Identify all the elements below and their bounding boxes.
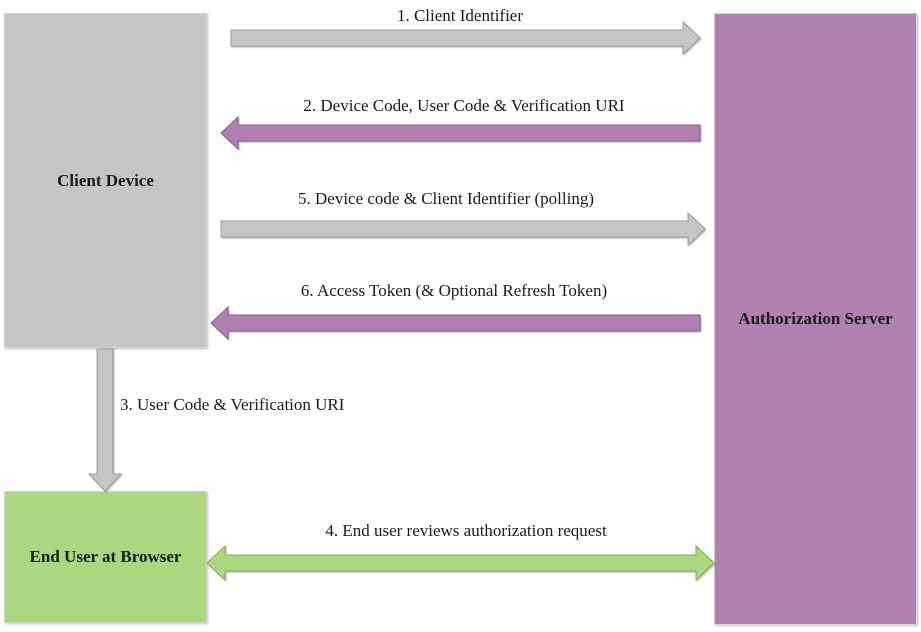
authorization-server-label: Authorization Server	[738, 309, 893, 328]
arrow-step-6	[210, 305, 701, 341]
step-5-label: 5. Device code & Client Identifier (poll…	[298, 189, 594, 208]
arrow-step-1	[230, 20, 701, 56]
end-user-label: End User at Browser	[29, 547, 182, 566]
arrow-step-5	[220, 211, 706, 247]
step-4-label: 4. End user reviews authorization reques…	[325, 521, 607, 540]
step-1-label: 1. Client Identifier	[396, 6, 524, 25]
authorization-server-node: Authorization Server	[714, 13, 917, 625]
step-3-label: 3. User Code & Verification URI	[120, 395, 345, 414]
arrow-step-3	[87, 348, 123, 492]
step-6-label: 6. Access Token (& Optional Refresh Toke…	[300, 281, 608, 300]
arrow-step-2	[220, 115, 701, 151]
client-device-node: Client Device	[4, 13, 207, 348]
arrow-step-4	[206, 544, 715, 582]
end-user-node: End User at Browser	[4, 491, 207, 623]
step-2-label: 2. Device Code, User Code & Verification…	[303, 96, 625, 115]
client-device-label: Client Device	[57, 170, 154, 190]
